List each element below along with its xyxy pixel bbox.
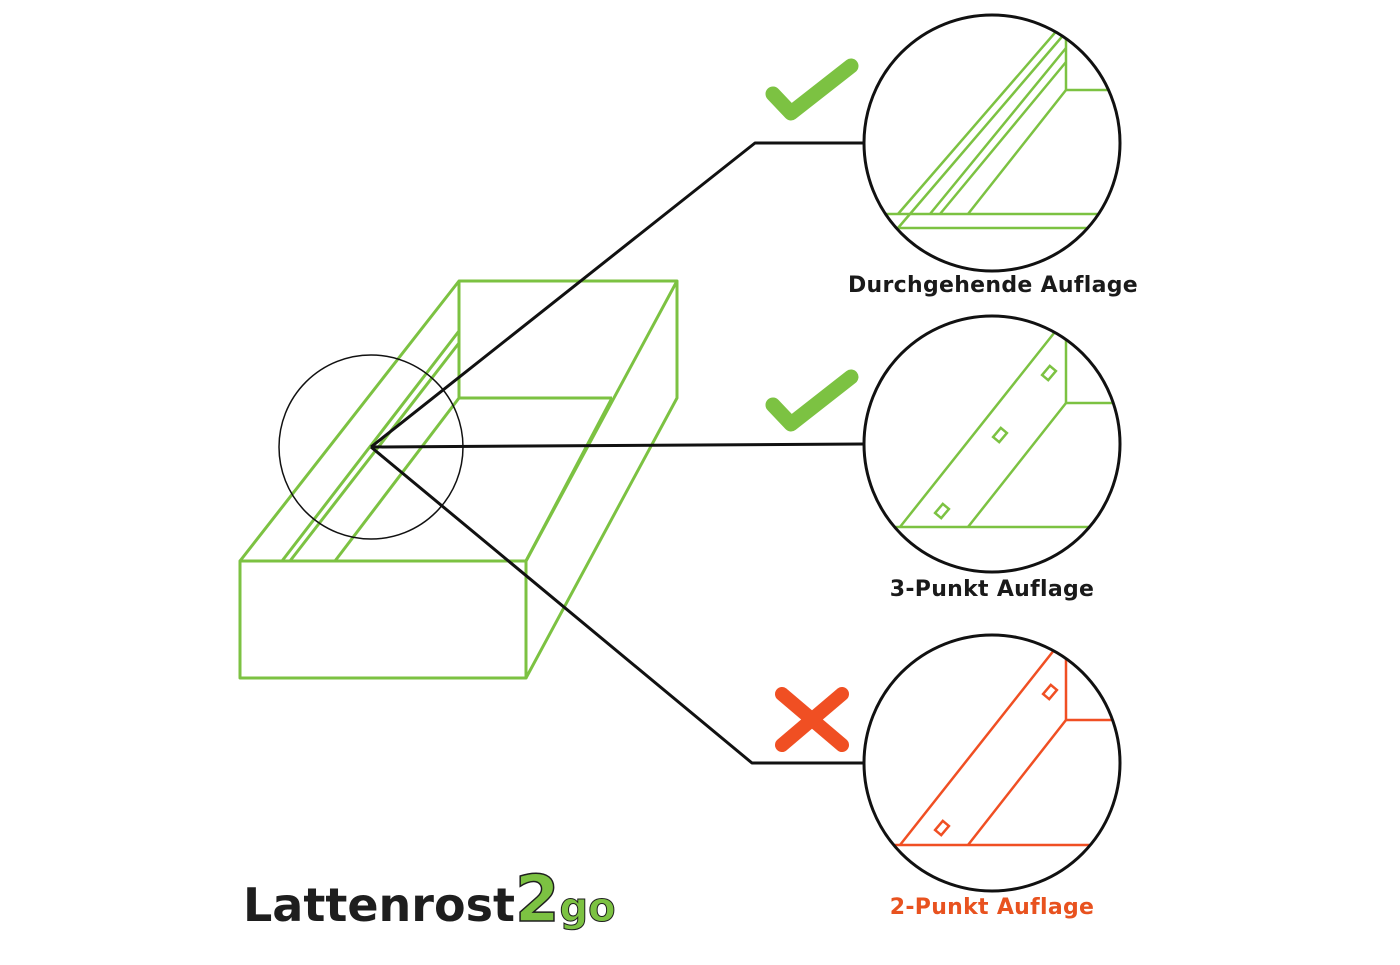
cross-icon	[775, 687, 849, 752]
caption-three-point-support: 3-Punkt Auflage	[889, 577, 1095, 602]
logo-two: 2	[514, 863, 560, 937]
logo-go: go	[559, 885, 616, 931]
logo-word: Lattenrost	[243, 878, 515, 932]
detail-two-point-support	[862, 633, 1122, 893]
bed-frame-illustration	[238, 279, 679, 680]
checkmark-icon	[765, 369, 859, 432]
connector-lines	[370, 141, 865, 765]
caption-continuous-support: Durchgehende Auflage	[847, 273, 1139, 298]
caption-two-point-support: 2-Punkt Auflage	[889, 895, 1095, 920]
brand-logo: Lattenrost2go	[243, 867, 616, 933]
detail-three-point-support	[862, 314, 1122, 574]
detail-continuous-support	[862, 13, 1122, 273]
checkmark-icon	[765, 58, 859, 121]
